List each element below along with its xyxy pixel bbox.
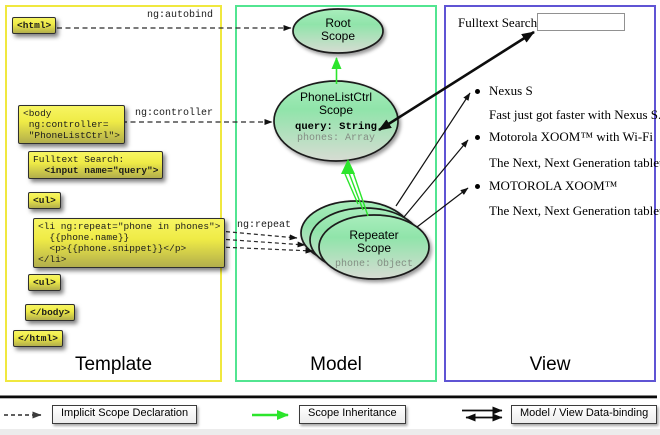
html-open-box: <html>	[12, 17, 57, 34]
phonelistctrl-scope-title: Scope	[318, 103, 354, 117]
phonelistctrl-scope-label: PhoneListCtrl Scope query: String phones…	[274, 91, 398, 145]
view-item-snippet: Fast just got faster with Nexus S.	[489, 107, 660, 122]
li-code-line: {{phone.name}}	[38, 232, 130, 243]
fulltext-search-input[interactable]	[537, 13, 625, 31]
body-code-line: ng:controller=	[23, 119, 109, 130]
ng-controller-label: ng:controller	[135, 108, 214, 119]
phone-property: phone: Object	[334, 259, 413, 270]
li-repeat-box: <li ng:repeat="phone in phones"> {{phone…	[33, 218, 226, 268]
html-close-box: </html>	[13, 330, 63, 347]
body-close-box: </body>	[25, 304, 75, 321]
view-item-name: Motorola XOOM™ with Wi-Fi	[489, 129, 654, 144]
repeater-scope-label: Repeater Scope phone: Object	[319, 229, 429, 271]
legend-implicit-box: Implicit Scope Declaration	[52, 405, 198, 424]
phones-property: phones: Array	[296, 133, 375, 144]
view-item-name: MOTOROLA XOOM™	[489, 178, 618, 193]
model-column-title: Model	[310, 354, 362, 375]
html-open-code: <html>	[17, 20, 52, 31]
window-bottom-edge	[0, 429, 660, 435]
fulltext-code-label: Fulltext Search:	[33, 154, 125, 165]
ul-open-box: <ul>	[28, 192, 61, 209]
ng-repeat-label: ng:repeat	[237, 220, 292, 231]
bullet-icon	[475, 135, 480, 140]
legend-binding-box: Model / View Data-binding	[511, 405, 658, 424]
li-code-line: <li ng:repeat="phone in phones">	[38, 221, 221, 232]
ul-close-code: <ul>	[33, 277, 56, 288]
html-close-code: </html>	[18, 333, 58, 344]
fulltext-code-input: <input name="query">	[33, 165, 159, 176]
view-item-snippet: The Next, Next Generation tablet.	[489, 203, 660, 218]
legend-separator-line	[0, 395, 657, 399]
repeater-scope-title: Scope	[356, 241, 392, 255]
bullet-icon	[475, 184, 480, 189]
ul-open-code: <ul>	[33, 195, 56, 206]
ul-close-box: <ul>	[28, 274, 61, 291]
body-open-box: <body ng:controller= "PhoneListCtrl">	[18, 105, 125, 144]
root-scope-title: Scope	[320, 29, 356, 43]
li-code-line: <p>{{phone.snippet}}</p>	[38, 243, 187, 254]
body-close-code: </body>	[30, 307, 70, 318]
legend-inheritance-box: Scope Inheritance	[299, 405, 406, 424]
body-code-line: <body	[23, 108, 52, 119]
fulltext-code-box: Fulltext Search: <input name="query">	[28, 151, 164, 179]
query-property: query: String	[295, 121, 377, 133]
ng-autobind-label: ng:autobind	[147, 10, 214, 21]
view-search-label: Fulltext Search:	[458, 15, 541, 30]
view-item-name: Nexus S	[489, 83, 533, 98]
model-column	[235, 5, 437, 382]
li-code-line: </li>	[38, 254, 67, 265]
legend-double-arrow-icon	[462, 406, 503, 422]
view-item-snippet: The Next, Next Generation tablet.	[489, 155, 660, 170]
root-scope-label: Root Scope	[293, 17, 383, 43]
template-column-title: Template	[74, 354, 153, 375]
bullet-icon	[475, 89, 480, 94]
view-column-title: View	[529, 354, 571, 375]
body-code-line: "PhoneListCtrl">	[23, 130, 120, 141]
